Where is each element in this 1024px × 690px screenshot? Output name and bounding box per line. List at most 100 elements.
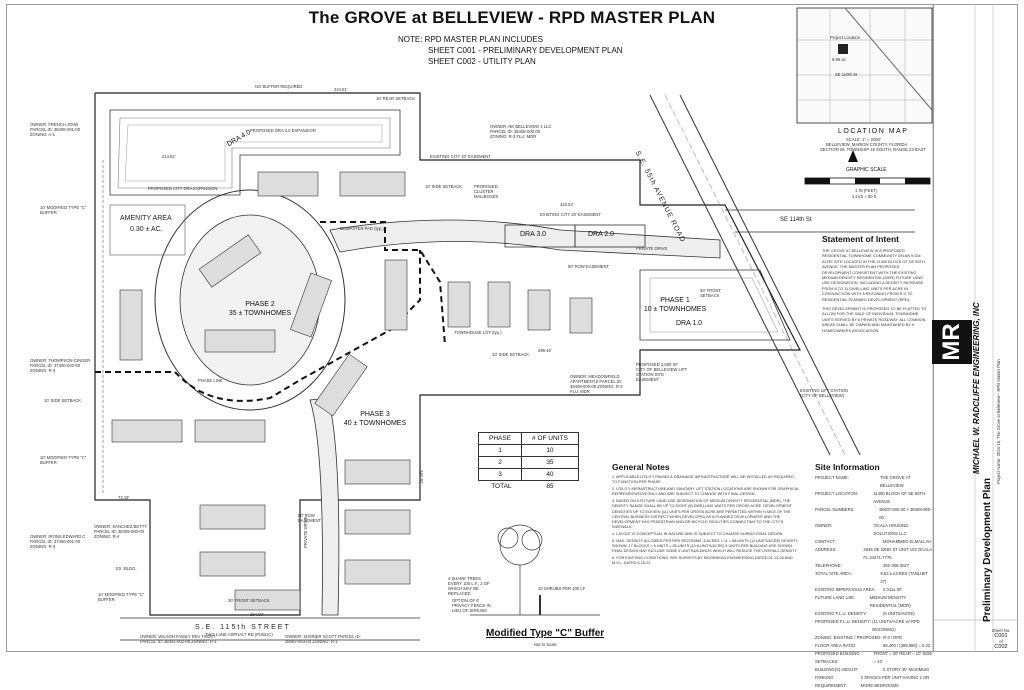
project-name: Project Name: 2024-16, The Grove at Bell… (996, 359, 1001, 484)
general-notes-heading: General Notes (612, 462, 670, 472)
buffer-note-2: 10 SHRUBS PER 100 LF (538, 586, 586, 591)
site-info-value: 2 STORY 40' MAXIMUM (883, 667, 929, 672)
location-map-scale: SCALE: 1" = 2000' (846, 137, 881, 142)
units-phase-cell: 1 (477, 444, 523, 457)
general-notes: General Notes 1. APPLICABLE UTILITY PAVI… (612, 462, 800, 567)
owner-wilson: OWNER: WILSON FAMILY REV TRUST PARCEL ID… (140, 634, 217, 644)
rear-setback-label: 10' REAR SETBACK (376, 96, 415, 101)
property-boundary (94, 92, 801, 616)
site-info-value: 38407-000-00 + 38408-000-00 (879, 507, 932, 520)
phase-line-2-3 (95, 250, 421, 402)
loop-road-outer (154, 189, 346, 411)
owner-nk: OWNER: NK BELLEVIEW 1 LLC PARCEL ID: 384… (490, 124, 552, 139)
owner-thompson: OWNER: THOMPSON GINGER PARCEL ID: 37400-… (30, 358, 91, 373)
phase-line-label: PHASE LINE (198, 378, 223, 383)
south-drive (309, 397, 340, 616)
dim-340: 340.30' (419, 470, 424, 484)
phase-2-units: 35 ± TOWNHOMES (228, 310, 292, 317)
site-info-key: FUTURE LAND USE: (815, 595, 856, 600)
site-info-value: 352-306-3027 (883, 563, 910, 568)
project-location-marker (838, 44, 848, 54)
table-row: ZONING: EXISTING / PROPOSED:R-3 / RPD (815, 634, 933, 642)
dra4-pond (109, 109, 401, 196)
owner-meadow: OWNER: MEADOWFIELD APARTMENTS PARCEL ID:… (570, 374, 623, 394)
road-center (664, 94, 846, 456)
existing-easement-label-2: EXISTING CITY 20' EASEMENT (540, 212, 601, 217)
drawing-sheet (6, 4, 1018, 652)
site-info-value: MEDIUM DENSITY RESIDENTIAL (MDR) (869, 595, 911, 608)
site-info-key: CONTACT: (815, 539, 836, 544)
amenity-label: AMENITY AREA (120, 215, 172, 222)
graphic-scale-note-1: 1 IN (FEET) (855, 188, 878, 193)
dra4-pond-inner2 (124, 124, 383, 182)
table-row: PROPOSED F.L.U. DENSITY:(11 UNITS/ACRE w… (815, 618, 933, 634)
location-map-title: LOCATION MAP (838, 128, 909, 135)
graphic-scale-title: GRAPHIC SCALE (846, 167, 887, 173)
street-south-label: S.E. 115th STREET (195, 624, 291, 631)
sheet-total: C002 (994, 644, 1008, 650)
firm-name: MICHAEL W. RADCLIFFE ENGINEERING, INC (972, 302, 981, 474)
townhome-building (527, 289, 551, 331)
townhome-building (199, 551, 266, 577)
sheet-title: Preliminary Development Plan (982, 478, 993, 622)
site-plan-svg (94, 4, 1018, 652)
site-info-value: (8 UNITS/ACRE) (883, 611, 915, 616)
existing-easement-label: EXISTING CITY 20' EASEMENT (430, 154, 491, 159)
table-row: PARKING REQUIREMENT:2 SPACES PER UNIT HA… (815, 674, 933, 690)
list-item: 6. FOR EXISTING CONDITIONS, SEE SURVEYS … (612, 556, 793, 566)
owner-sumner: OWNER: SUMNER SCOTT PARCEL ID: 38402-003… (285, 634, 361, 644)
site-info-key: EXISTING F.L.U. DENSITY: (815, 611, 867, 616)
site-info-value: THE GROVE AT BELLEVIEW (879, 475, 911, 488)
ex-bldg-label: EX. BLDG. (116, 566, 137, 571)
townhome-building (194, 419, 266, 443)
amenity-area-value: 0.30 ± AC. (130, 226, 163, 233)
lift-station-label: PROPOSED 2,500 SF CITY OF BELLEVIEW LIFT… (636, 362, 688, 382)
phase-3-units: 40 ± TOWNHOMES (343, 420, 407, 427)
dra1-label: DRA 1.0 (676, 320, 703, 327)
dim-264: 264.99' (250, 612, 264, 617)
table-row: PROJECT NAME:THE GROVE AT BELLEVIEW (815, 474, 933, 490)
sheet-note: NOTE: RPD MASTER PLAN INCLUDES SHEET C00… (398, 34, 623, 67)
site-info-key: FLOOR AREA RATIO: (815, 643, 857, 648)
site-info-value: 9.53 ± ACRES (TANLIBIT 37) (880, 571, 928, 584)
townhome-building (569, 297, 593, 334)
sheet-no: C001 (994, 633, 1008, 639)
list-item: 4. LAYOUT IS CONCEPTUAL IN NATURE AND IS… (612, 531, 784, 536)
site-info-value: 86,400 / (399,880) = 0.22 (883, 643, 931, 648)
road-edge-east (679, 94, 861, 456)
table-row: FUTURE LAND USE: MEDIUM DENSITY RESIDENTI… (815, 594, 933, 610)
row-easement-label-2: 50' ROW EASEMENT (298, 513, 322, 523)
site-info-key: TOTAL SITE AREA: (815, 571, 852, 576)
table-row: BUILDING(S) HEIGHT:2 STORY 40' MAXIMUM (815, 666, 933, 674)
project-location-label: Project Location (830, 35, 861, 40)
table-row: TOTAL SITE AREA: 9.53 ± ACRES (TANLIBIT 3… (815, 570, 933, 586)
townhome-building (290, 272, 332, 338)
units-count-cell: 40 (521, 468, 579, 481)
graphic-scale-note-2: 1 inch = 60 ft. (852, 194, 878, 199)
dra2-label: DRA 2.0 (588, 231, 615, 238)
title-block: MR MICHAEL W. RADCLIFFE ENGINEERING, INC… (932, 4, 1018, 652)
cluster-mailbox-label: PROPOSED CLUSTER MAILBOXES (474, 184, 499, 199)
table-row: PARCEL NUMBERS:38407-000-00 + 38408-000-… (815, 506, 933, 522)
sheet-of: of (999, 639, 1003, 644)
graphic-scale-bar (804, 177, 931, 185)
sheet-number-block: Sheet No. C001 of C002 (984, 628, 1018, 650)
units-count-cell: 35 (521, 456, 579, 469)
site-info-value: MOHAMMED ELMALLAH (883, 539, 932, 544)
existing-lift-label: EXISTING LIFT STATION (CITY OF BELLEVIEW… (800, 388, 848, 398)
townhome-building (339, 171, 406, 197)
dra2-pond (574, 224, 646, 248)
site-info-key: PARKING REQUIREMENT: (815, 675, 847, 688)
phase-line-1-2 (320, 221, 446, 346)
owner-sanchez: OWNER: SANCHEZ BETTY PARCEL ID: 38409-00… (94, 524, 147, 539)
main-drive (329, 219, 721, 259)
statement-of-intent: Statement of Intent THE GROVE AT BELLEVI… (822, 234, 928, 333)
proposed-dra-label: PROPOSED DRA 4.0 EXPANSION (250, 128, 316, 133)
table-row: PROPOSED BUILDING SETBACKS:FRONT = 30' R… (815, 650, 933, 666)
statement-p1: THE GROVE AT BELLEVIEW IS A PROPOSED RES… (822, 248, 925, 302)
townhome-building (198, 234, 262, 288)
